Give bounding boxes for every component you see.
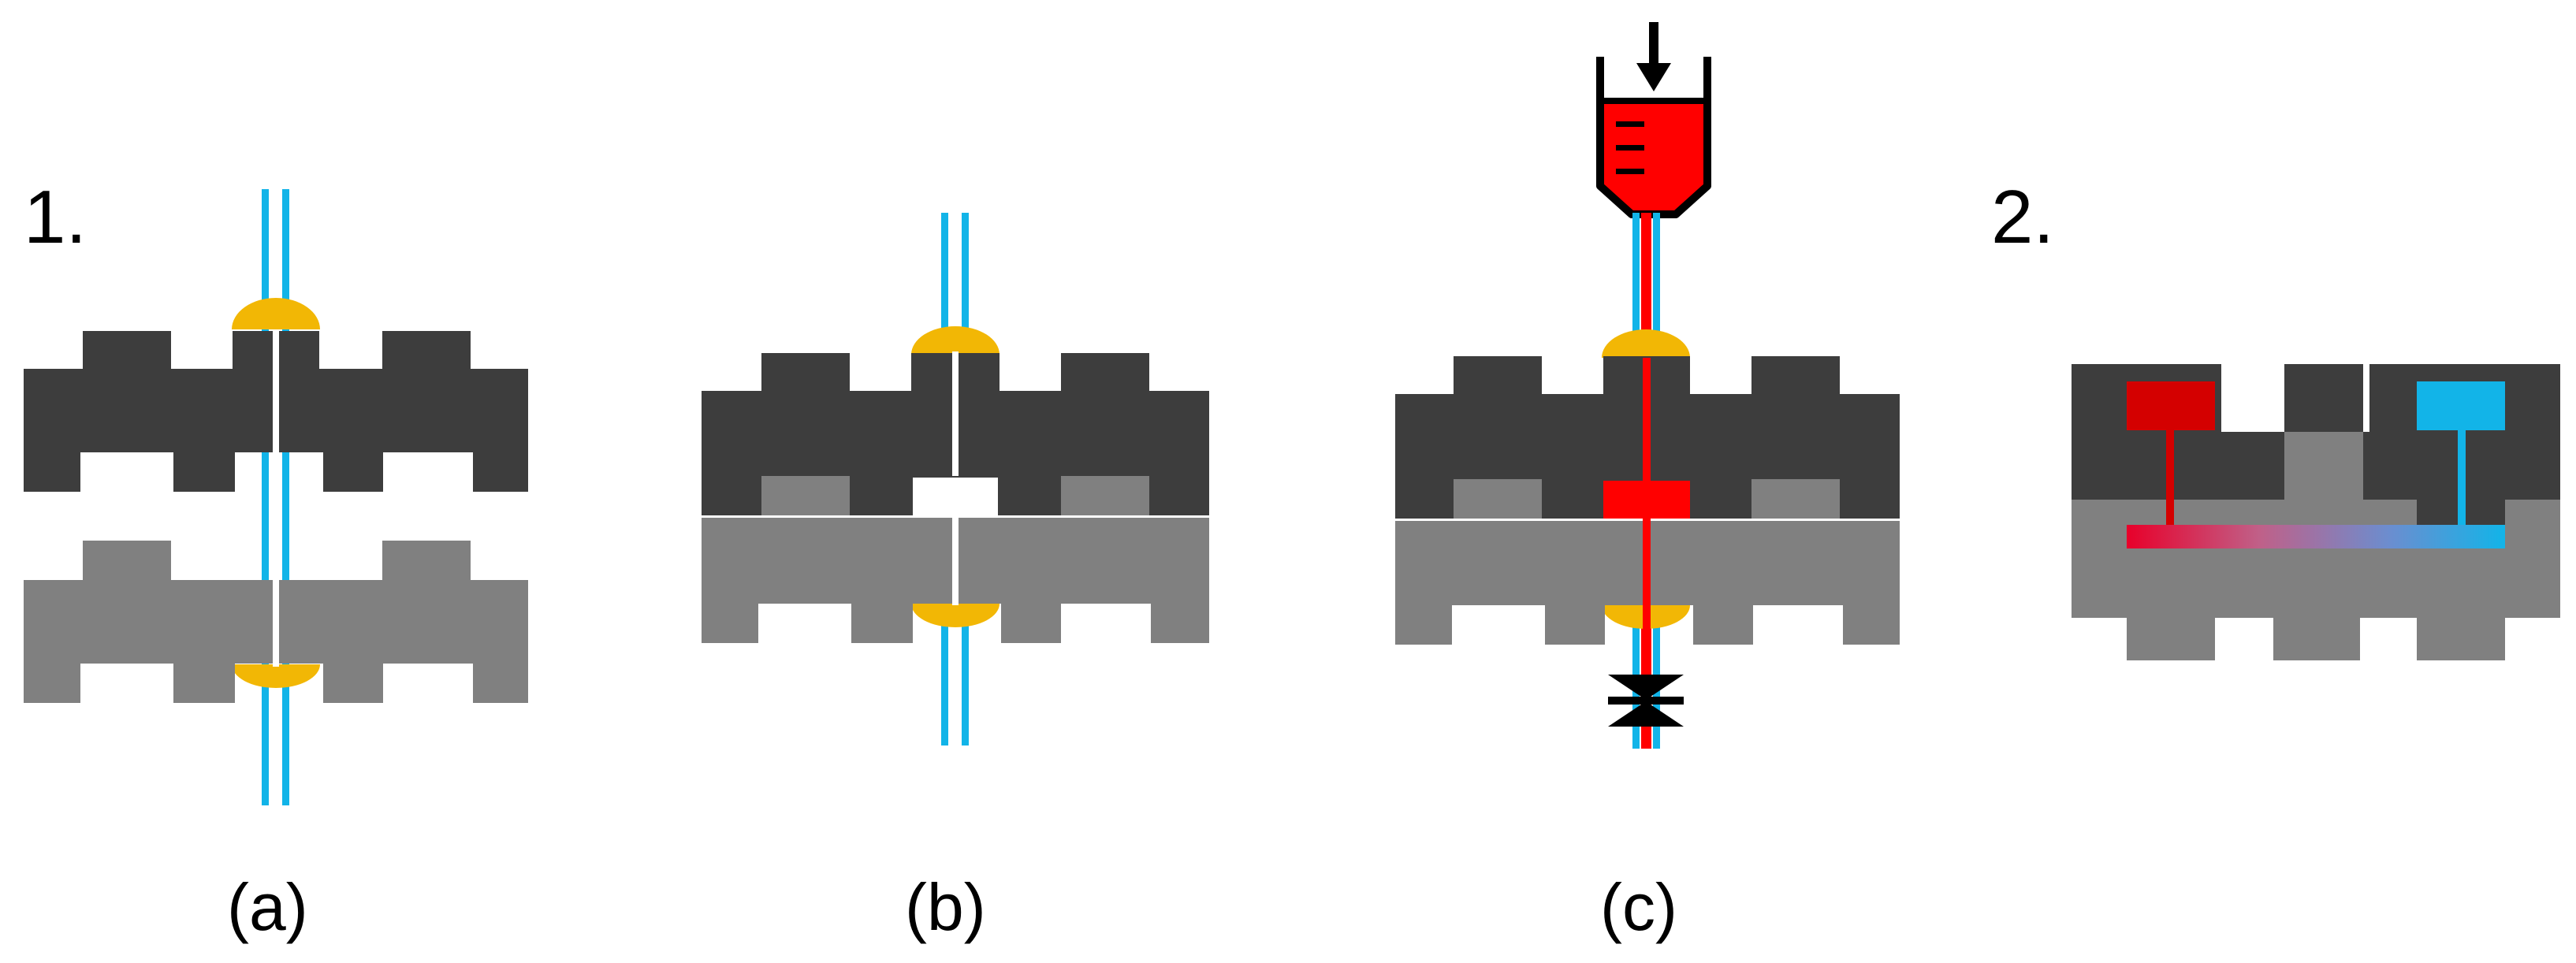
gradient-channel <box>2127 525 2505 548</box>
adhesive-bead-b-top <box>911 326 1000 355</box>
panel-a-label: (a) <box>227 870 308 944</box>
final-device <box>2072 364 2560 660</box>
adhesive-bead-a-top <box>232 298 320 329</box>
adhesive-bead-c-top <box>1602 329 1690 358</box>
valve-icon <box>1608 675 1684 727</box>
adhesive-bead-a-bottom <box>232 664 320 688</box>
blue-reservoir <box>2417 381 2505 430</box>
panel-b: (b) <box>702 213 1209 944</box>
red-reservoir <box>2127 381 2215 430</box>
panel-c-label: (c) <box>1600 870 1677 944</box>
step-1-label: 1. <box>24 175 87 259</box>
adhesive-bead-b-bottom <box>911 604 1000 627</box>
panel-b-label: (b) <box>905 870 986 944</box>
lower-plate-a <box>24 541 528 703</box>
capillary-a <box>262 189 289 805</box>
panel-a: (a) <box>24 189 528 944</box>
panel-c: (c) <box>1395 22 1900 944</box>
step-2-label: 2. <box>1991 175 2054 259</box>
down-arrow-icon <box>1636 22 1671 91</box>
